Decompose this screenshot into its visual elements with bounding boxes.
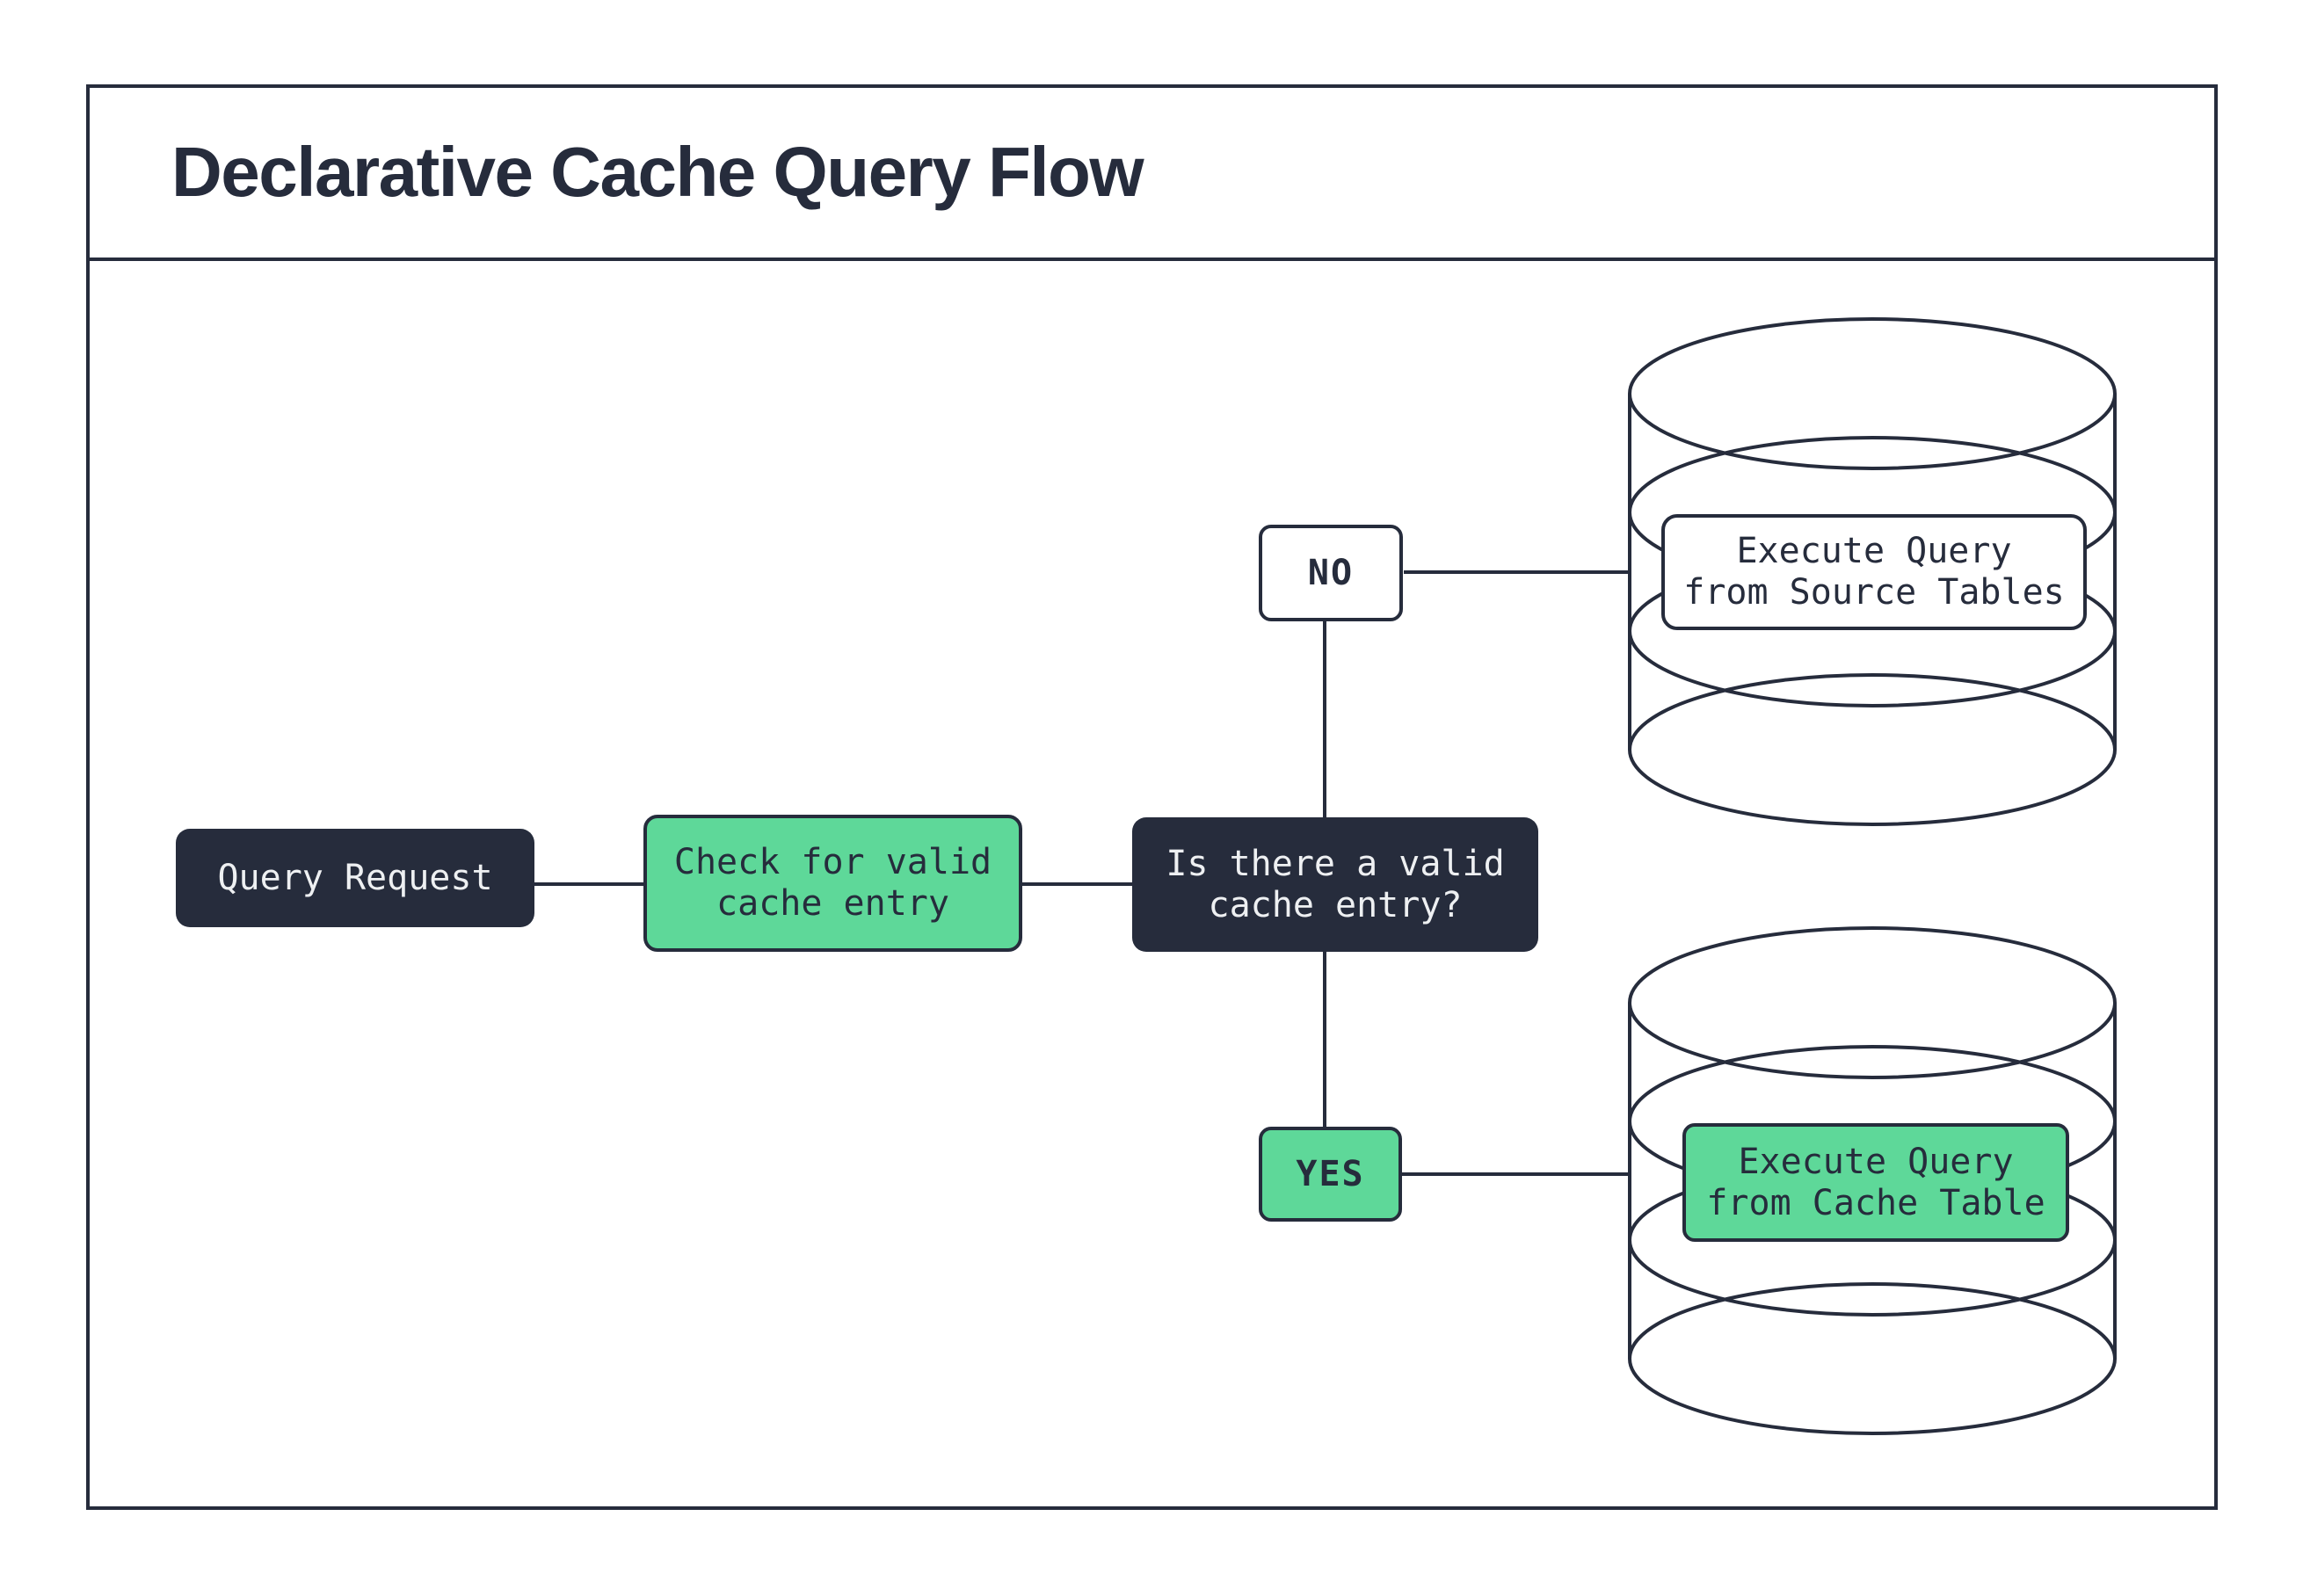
connector-decision-to-yes: [1323, 952, 1326, 1127]
connector-no-to-source-db: [1404, 570, 1631, 574]
connector-request-to-check: [534, 882, 643, 886]
node-decision: Is there a valid cache entry?: [1132, 817, 1538, 952]
node-query-request: Query Request: [176, 829, 534, 927]
db-label-source: Execute Query from Source Tables: [1661, 514, 2087, 630]
db-label-cache: Execute Query from Cache Table: [1682, 1123, 2069, 1242]
title-divider: [86, 258, 2218, 261]
page-title: Declarative Cache Query Flow: [171, 133, 1144, 211]
node-check-cache: Check for valid cache entry: [643, 815, 1022, 952]
node-branch-yes: YES: [1259, 1127, 1402, 1222]
node-branch-no: NO: [1259, 525, 1403, 621]
title-bar: Declarative Cache Query Flow: [86, 84, 2218, 260]
connector-decision-to-no: [1323, 620, 1326, 817]
connector-check-to-decision: [1022, 882, 1132, 886]
outer-frame: [86, 84, 2218, 1510]
connector-yes-to-cache-db: [1402, 1172, 1631, 1176]
